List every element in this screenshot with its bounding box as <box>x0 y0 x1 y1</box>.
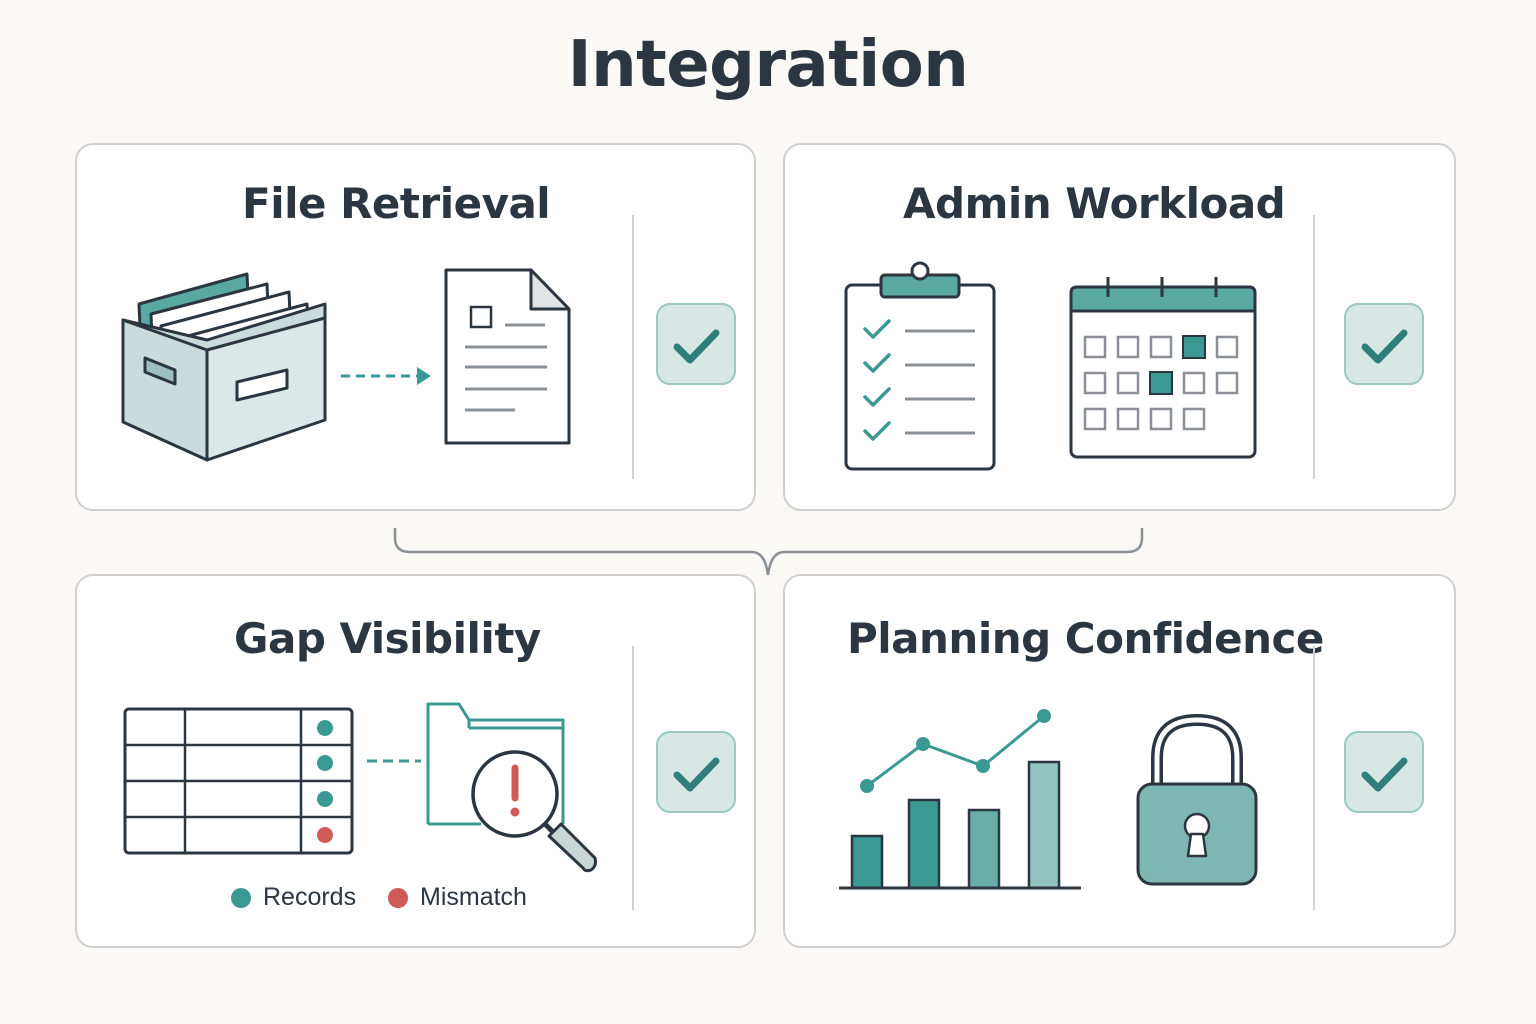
table-icon <box>123 707 354 855</box>
folder-magnifier-alert-icon <box>426 702 597 873</box>
divider <box>632 646 634 910</box>
card-planning-confidence: Planning Confidence <box>783 574 1456 948</box>
legend-label: Mismatch <box>420 883 527 911</box>
document-icon <box>444 268 571 445</box>
padlock-icon <box>1136 713 1258 886</box>
legend-swatch <box>388 887 408 908</box>
legend-label: Records <box>263 883 357 911</box>
checkmark-icon <box>673 329 720 364</box>
checkmark-icon <box>1361 757 1408 792</box>
legend-item-mismatch: Mismatch <box>388 883 527 912</box>
card-file-retrieval: File Retrieval <box>75 143 756 511</box>
legend-item-records: Records <box>231 883 356 912</box>
bar-line-chart-icon <box>839 709 1081 890</box>
card-title: File Retrieval <box>242 179 551 228</box>
card-title: Admin Workload <box>903 179 1286 228</box>
card-gap-visibility: Gap Visibility Records Mismatch <box>75 574 756 948</box>
status-badge <box>1344 731 1424 813</box>
arrow-icon <box>341 367 431 385</box>
file-box-icon <box>121 272 327 462</box>
checkmark-icon <box>1361 329 1408 364</box>
dashed-connector <box>367 759 421 763</box>
divider <box>1313 646 1315 910</box>
clipboard-checklist-icon <box>844 261 996 471</box>
calendar-icon <box>1069 277 1257 459</box>
status-badge <box>1344 303 1424 385</box>
checkmark-icon <box>673 757 720 792</box>
status-badge <box>656 731 736 813</box>
legend-swatch <box>231 887 251 908</box>
card-title: Gap Visibility <box>234 614 541 663</box>
divider <box>1313 215 1315 479</box>
status-badge <box>656 303 736 385</box>
card-admin-workload: Admin Workload <box>783 143 1456 511</box>
card-title: Planning Confidence <box>847 614 1324 663</box>
page-title: Integration <box>567 28 969 102</box>
divider <box>632 215 634 479</box>
